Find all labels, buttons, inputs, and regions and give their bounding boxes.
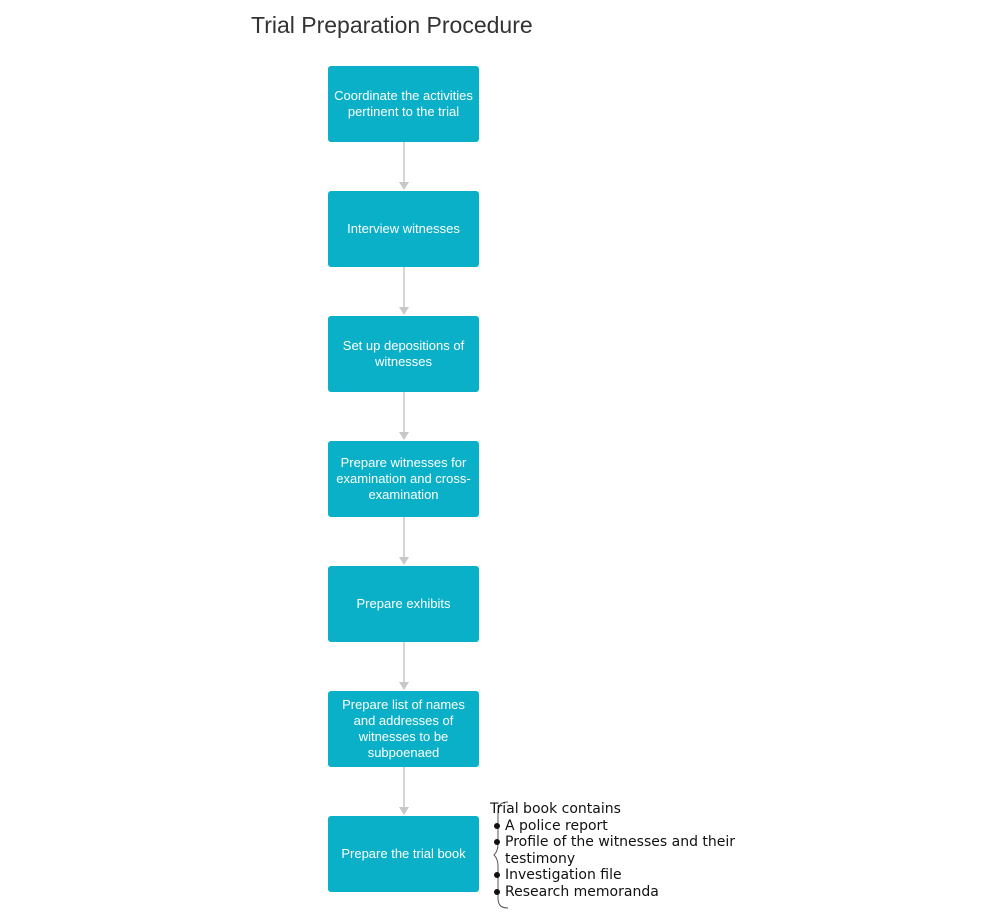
connector-6-7	[399, 767, 409, 815]
step-prepare-exhibits[interactable]: Prepare exhibits	[328, 566, 479, 642]
diagram-title: Trial Preparation Procedure	[251, 12, 533, 38]
list-item: Profile of the witnesses and their testi…	[490, 834, 750, 867]
connector-4-5	[399, 517, 409, 565]
connector-1-2	[399, 142, 409, 190]
step-coordinate-activities[interactable]: Coordinate the activities pertinent to t…	[328, 66, 479, 142]
connector-3-4	[399, 392, 409, 440]
list-item: Investigation file	[490, 867, 750, 884]
list-item: Research memoranda	[490, 884, 750, 901]
bullet-icon	[494, 872, 500, 879]
bullet-icon	[494, 888, 500, 895]
connector-5-6	[399, 642, 409, 690]
connector-2-3	[399, 267, 409, 315]
list-item: A police report	[490, 818, 750, 835]
step-prepare-trial-book[interactable]: Prepare the trial book	[328, 816, 479, 892]
trial-book-annotation: Trial book contains A police report Prof…	[490, 801, 750, 901]
bullet-icon	[494, 839, 500, 846]
step-prepare-witness-list[interactable]: Prepare list of names and addresses of w…	[328, 691, 479, 767]
bullet-icon	[494, 822, 500, 829]
annotation-list: A police report Profile of the witnesses…	[490, 818, 750, 901]
step-interview-witnesses[interactable]: Interview witnesses	[328, 191, 479, 267]
step-set-up-depositions[interactable]: Set up depositions of witnesses	[328, 316, 479, 392]
annotation-heading: Trial book contains	[490, 801, 621, 817]
step-prepare-witnesses[interactable]: Prepare witnesses for examination and cr…	[328, 441, 479, 517]
